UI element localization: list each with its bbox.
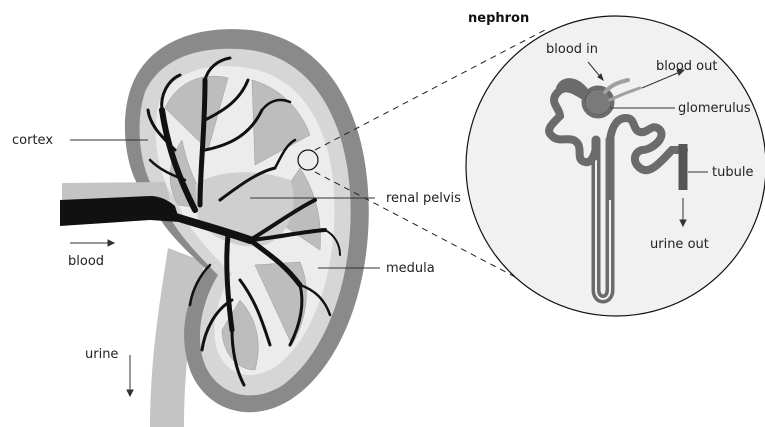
kidney [60,29,369,427]
label-blood-in: blood in [546,42,598,57]
arrowhead-blood [108,240,114,246]
label-blood-out: blood out [656,59,717,74]
label-nephron: nephron [468,11,529,26]
label-renal-pelvis: renal pelvis [386,191,461,206]
label-medula: medula [386,261,435,276]
label-blood: blood [68,254,104,269]
glomerulus [585,89,611,115]
arrowhead-urine [127,390,133,396]
label-cortex: cortex [12,133,53,148]
label-glomerulus: glomerulus [678,101,751,116]
label-urine: urine [85,347,118,362]
label-tubule: tubule [712,165,753,180]
label-urine-out: urine out [650,237,709,252]
